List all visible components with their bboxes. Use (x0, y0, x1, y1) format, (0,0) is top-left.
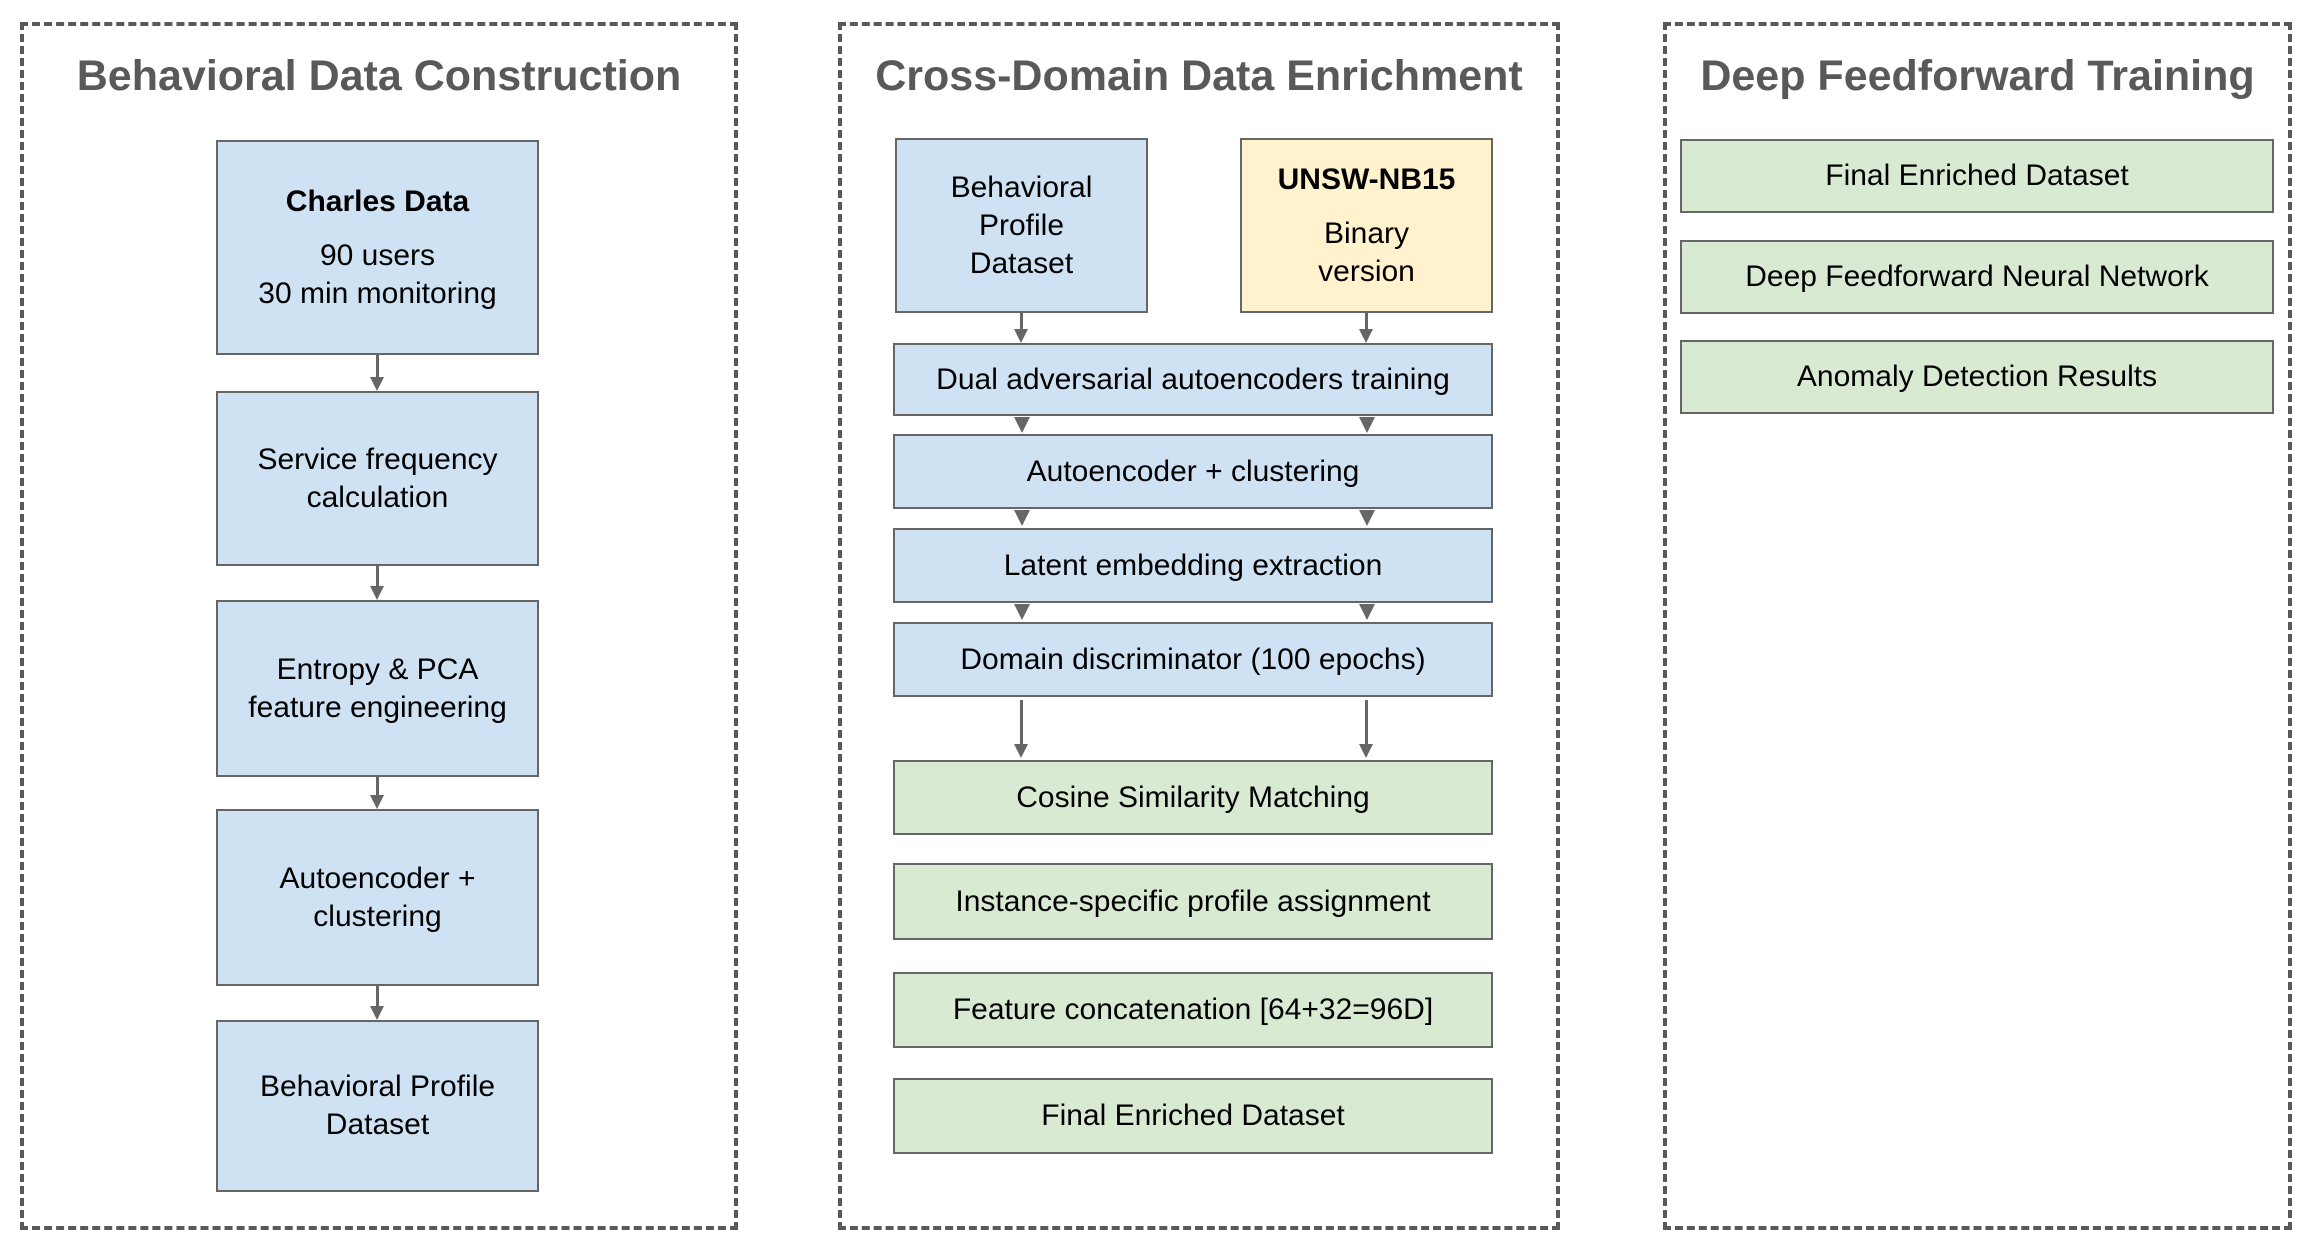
box-line: Final Enriched Dataset (1041, 1099, 1345, 1132)
box-instance-specific-profile-assignment: Instance-specific profile assignment (893, 863, 1493, 940)
panel-cross-domain-data-enrichment (838, 22, 1560, 1230)
box-line: Autoencoder + (279, 861, 476, 895)
box-line: Instance-specific profile assignment (955, 884, 1431, 918)
panel-title-deep-feedforward-training: Deep Feedforward Training (1700, 52, 2255, 100)
box-dual-adversarial-autoencoders-training: Dual adversarial autoencoders training (893, 343, 1493, 416)
box-line: Domain discriminator (100 epochs) (960, 642, 1426, 676)
box-line: Binary (1323, 216, 1410, 250)
arrow-down-icon (1359, 510, 1375, 526)
box-line: Dataset (969, 246, 1074, 280)
box-charles-data-title: Charles Data (285, 184, 470, 218)
box-charles-data-line: 30 min monitoring (258, 276, 497, 310)
arrow-down-icon (1359, 417, 1375, 433)
box-line: Feature concatenation [64+32=96D] (952, 993, 1434, 1026)
arrow-down-icon (1014, 417, 1030, 433)
box-unsw-nb15-title: UNSW-NB15 (1277, 162, 1456, 196)
panel-title-behavioral-data-construction: Behavioral Data Construction (76, 52, 682, 100)
panel-behavioral-data-construction (20, 22, 738, 1230)
box-line: Dataset (325, 1108, 430, 1141)
box-line: Behavioral Profile (259, 1070, 496, 1103)
arrow-down-icon (1014, 510, 1030, 526)
box-line: Deep Feedforward Neural Network (1745, 260, 2209, 293)
arrow-down-icon (1357, 313, 1376, 343)
arrow-down-icon (1359, 604, 1375, 620)
box-final-enriched-dataset-right: Final Enriched Dataset (1680, 139, 2274, 213)
box-entropy-pca-feature-engineering: Entropy & PCA feature engineering (216, 600, 539, 777)
panel-deep-feedforward-training (1663, 22, 2292, 1230)
box-line: calculation (306, 480, 449, 514)
box-line: Cosine Similarity Matching (1016, 780, 1370, 814)
box-anomaly-detection-results: Anomaly Detection Results (1680, 340, 2274, 414)
arrow-down-icon (368, 566, 387, 600)
box-charles-data-line: 90 users (319, 238, 436, 272)
arrow-down-icon (368, 355, 387, 391)
box-line: Dual adversarial autoencoders training (936, 362, 1450, 396)
arrow-down-icon (1014, 604, 1030, 620)
box-latent-embedding-extraction: Latent embedding extraction (893, 528, 1493, 603)
box-line: Anomaly Detection Results (1796, 360, 2158, 393)
box-line: Service frequency (257, 442, 498, 476)
box-autoencoder-clustering-left: Autoencoder + clustering (216, 809, 539, 986)
box-behavioral-profile-dataset-left: Behavioral Profile Dataset (216, 1020, 539, 1192)
arrow-down-icon (1012, 313, 1031, 343)
box-line: Autoencoder + clustering (1026, 454, 1360, 488)
arrow-down-icon (1012, 700, 1031, 758)
box-line: version (1318, 254, 1415, 288)
arrow-down-icon (368, 777, 387, 809)
box-deep-feedforward-neural-network: Deep Feedforward Neural Network (1680, 240, 2274, 314)
box-line: Final Enriched Dataset (1825, 159, 2129, 192)
panel-title-cross-domain-data-enrichment: Cross-Domain Data Enrichment (875, 52, 1523, 100)
box-line: feature engineering (248, 690, 507, 724)
box-cosine-similarity-matching: Cosine Similarity Matching (893, 760, 1493, 835)
box-service-frequency-calculation: Service frequency calculation (216, 391, 539, 566)
box-unsw-nb15: UNSW-NB15 Binary version (1240, 138, 1493, 313)
box-behavioral-profile-dataset-source: Behavioral Profile Dataset (895, 138, 1148, 313)
box-final-enriched-dataset-mid: Final Enriched Dataset (893, 1078, 1493, 1154)
box-autoencoder-clustering-mid: Autoencoder + clustering (893, 434, 1493, 509)
arrow-down-icon (1357, 700, 1376, 758)
arrow-down-icon (368, 986, 387, 1020)
box-line: Entropy & PCA (276, 652, 479, 686)
box-line: Profile (978, 208, 1065, 242)
box-domain-discriminator: Domain discriminator (100 epochs) (893, 622, 1493, 697)
box-line: clustering (313, 899, 442, 933)
box-charles-data: Charles Data 90 users 30 min monitoring (216, 140, 539, 355)
box-line: Behavioral (950, 170, 1093, 204)
box-line: Latent embedding extraction (1003, 548, 1383, 582)
box-feature-concatenation: Feature concatenation [64+32=96D] (893, 972, 1493, 1048)
